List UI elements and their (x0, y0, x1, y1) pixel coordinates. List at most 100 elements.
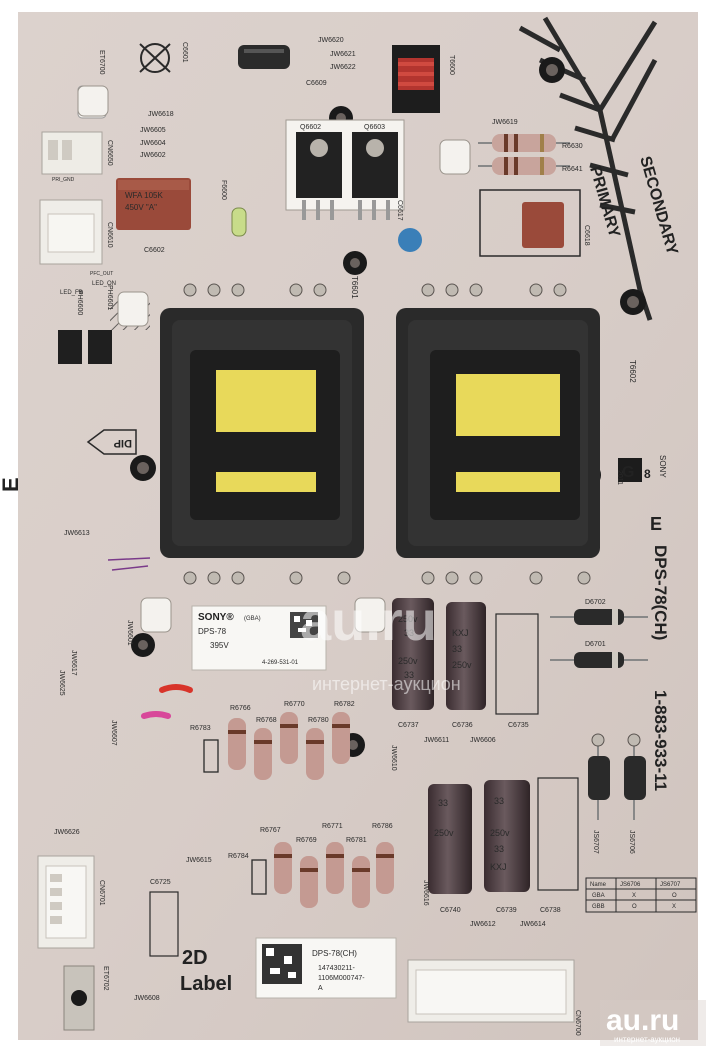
r6784-label: R6784 (228, 853, 249, 860)
sticker-bottom: DPS-78(CH) 147430211- 1106M000747- A (255, 937, 397, 999)
watermark-logo-bg (600, 1000, 706, 1046)
svg-text:KXJ: KXJ (490, 862, 507, 872)
c6601-symbol (139, 43, 171, 73)
jw6611-label: JW6611 (424, 737, 449, 744)
r6786-label: R6786 (372, 823, 393, 830)
d6702-label: D6702 (585, 599, 606, 606)
jw6605-label: JW6605 (140, 127, 166, 134)
r6769-label: R6769 (296, 837, 317, 844)
jw6622-label: JW6622 (330, 64, 356, 71)
jw6604-label: JW6604 (140, 140, 166, 147)
r6770-label: R6770 (284, 701, 305, 708)
svg-text:G: G (622, 464, 634, 481)
jw6626-label: JW6626 (54, 829, 80, 836)
svg-text:DIP: DIP (114, 437, 132, 449)
f6600-label: F6600 (220, 180, 227, 200)
svg-text:KXJ: KXJ (452, 628, 469, 638)
table-r0c1: X (632, 893, 636, 899)
svg-text:DPS-78(CH): DPS-78(CH) (312, 949, 357, 958)
cn6700-label: CN6700 (574, 1010, 581, 1036)
jw6608-label: JW6608 (134, 995, 160, 1002)
r6766-label: R6766 (230, 705, 251, 712)
svg-text:4-269-531-01: 4-269-531-01 (262, 660, 299, 666)
sony-grade-block: G 8 2011 SONY (616, 455, 667, 485)
jw6617-label: JW6617 (70, 650, 77, 676)
transformer-t6601 (160, 308, 364, 558)
svg-text:250v: 250v (398, 656, 418, 666)
capacitor-c6609 (238, 45, 290, 69)
svg-text:1106M000747-: 1106M000747- (318, 975, 365, 982)
transformer-t6602 (396, 308, 600, 558)
jw6614-label: JW6614 (520, 921, 546, 928)
cn6701-label: CN6701 (98, 880, 105, 906)
diode-d6701 (550, 652, 648, 668)
transformer-t6600 (392, 45, 440, 113)
led-on-label: LED_ON (92, 281, 116, 287)
jw6601-label: JW6601 (126, 620, 133, 646)
jw6613-label: JW6613 (64, 530, 90, 537)
capacitor-c6617 (398, 228, 422, 252)
jw6625-label: JW6625 (58, 670, 65, 696)
svg-text:33: 33 (452, 644, 462, 654)
watermark-tagline: интернет-аукцион (614, 1035, 680, 1044)
js6706-label: JS6706 (628, 830, 635, 854)
c6740-label: C6740 (440, 907, 461, 914)
sticker-top: SONY® (GBA) DPS-78 395V 4-269-531-01 (191, 605, 327, 671)
label-word: Label (180, 973, 232, 995)
fuse-f6600 (231, 207, 247, 237)
t6601-label: T6601 (350, 276, 359, 299)
electrolytic-caps-upper: 250v 33 250v 33 KXJ 33 250v (392, 598, 486, 710)
r6767-label: R6767 (260, 827, 281, 834)
cap-outline-c6738 (537, 777, 579, 891)
r6771-label: R6771 (322, 823, 343, 830)
r6641-label: R6641 (562, 166, 583, 173)
r6630-label: R6630 (562, 143, 583, 150)
jw6620-label: JW6620 (318, 37, 344, 44)
c6602-label: C6602 (144, 247, 165, 254)
connector-cn6701 (37, 855, 95, 949)
led-fb-label: LED_FB (60, 290, 83, 296)
svg-text:450V "A": 450V "A" (125, 203, 157, 212)
watermark-center-tag: интернет-аукцион (312, 674, 461, 694)
film-capacitor-c6618 (479, 189, 581, 257)
film-capacitor-c6602: WFA 105K 450V "A" (116, 178, 191, 230)
c6738-label: C6738 (540, 907, 561, 914)
model-label: DPS-78(CH) (651, 545, 670, 640)
r6780-label: R6780 (308, 717, 329, 724)
svg-text:33: 33 (494, 844, 504, 854)
pfc-out-label: PFC_OUT (90, 271, 113, 277)
part-number-label: 1-883-933-11 (651, 690, 670, 791)
optocoupler-ph6601 (88, 330, 112, 364)
c6737-label: C6737 (398, 722, 419, 729)
watermark-center: au.ru (300, 589, 437, 652)
t6600-label: T6600 (448, 55, 455, 75)
q6603-label: Q6603 (364, 124, 385, 131)
connector-cn6610 (39, 199, 103, 265)
resistor-r6641 (478, 157, 570, 175)
svg-text:250v: 250v (398, 614, 418, 624)
white-spacers (77, 85, 471, 633)
svg-text:SONY®: SONY® (198, 612, 234, 623)
jw6612-label: JW6612 (470, 921, 496, 928)
table-r0c0: GBA (592, 893, 605, 899)
transistors-q6602-q6603 (285, 119, 405, 220)
table-r1c2: X (672, 904, 676, 910)
svg-text:33: 33 (438, 798, 448, 808)
table-h0: Name (590, 882, 607, 888)
et6702-label: ET6702 (102, 966, 109, 991)
connector-cn6700 (407, 959, 575, 1023)
table-r1c1: O (632, 904, 637, 910)
cap-outline-c6725 (149, 891, 179, 957)
c6617-label: C6617 (396, 200, 403, 221)
svg-text:(GBA): (GBA) (244, 616, 261, 622)
svg-text:33: 33 (404, 628, 414, 638)
jw6619-label: JW6619 (492, 119, 518, 126)
jw6606-label: JW6606 (470, 737, 496, 744)
js6707-label: JS6707 (592, 830, 599, 854)
c6609-label: C6609 (306, 80, 327, 87)
marker-scribble (107, 557, 151, 571)
svg-text:250v: 250v (490, 828, 510, 838)
inductors-right (588, 733, 646, 820)
c6618-label: C6618 (583, 225, 590, 246)
et6700-label: ET6700 (98, 50, 105, 75)
